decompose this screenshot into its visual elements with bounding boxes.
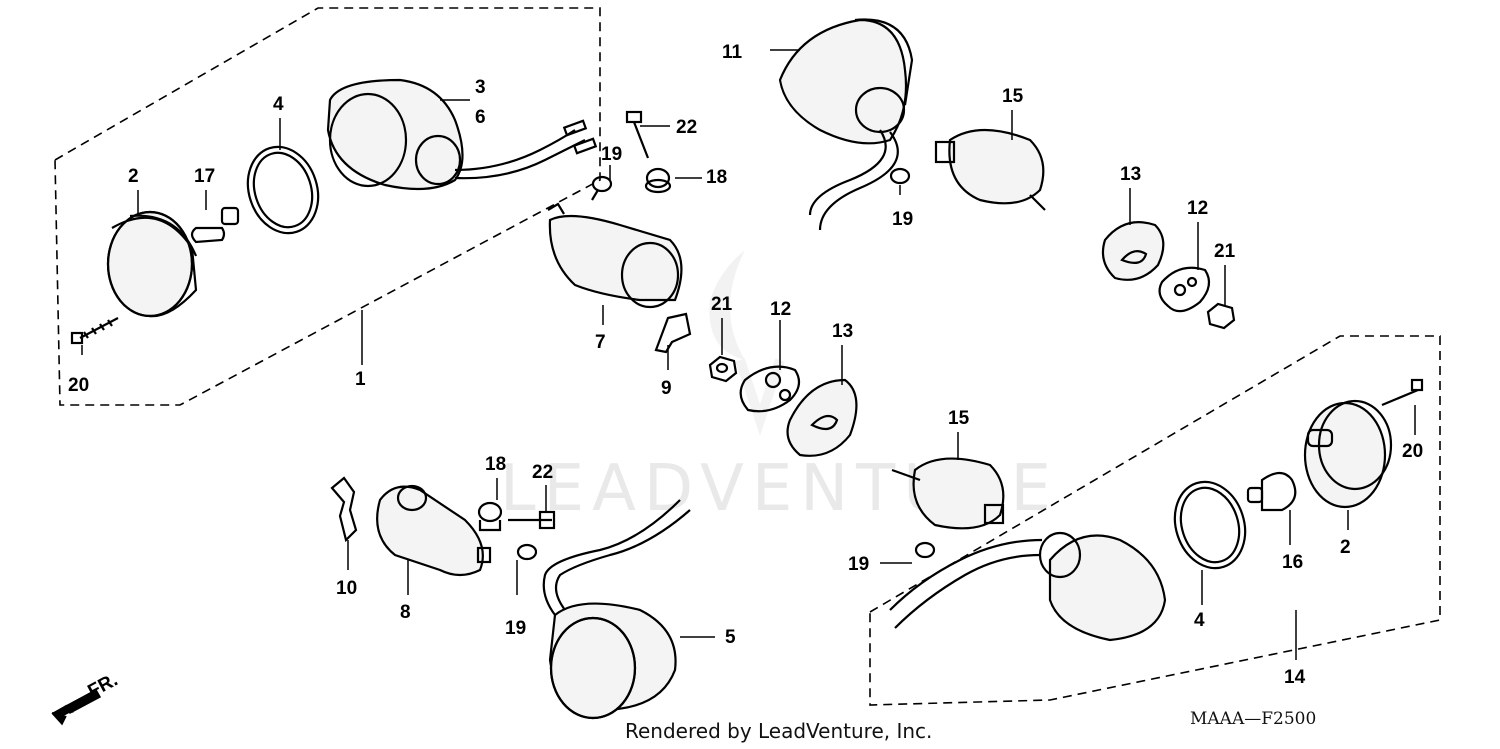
- rubber-13-top-right: [1101, 221, 1165, 281]
- nut-21-top-right: [1206, 302, 1236, 330]
- callout-11: 11: [722, 42, 743, 63]
- callout-15-top: 15: [1002, 86, 1024, 107]
- right-assembly-outline: [869, 335, 1441, 706]
- callout-22-bottom: 22: [532, 462, 553, 483]
- rubber-13-middle: [786, 378, 858, 457]
- plate-12-top-right: [1158, 266, 1211, 313]
- callout-1: 1: [355, 369, 366, 390]
- bulb-front-left: [190, 206, 240, 244]
- bracket-10: [330, 476, 358, 543]
- stay-8: [376, 484, 492, 577]
- callout-9: 9: [661, 378, 672, 399]
- callout-13-middle: 13: [832, 321, 853, 342]
- callout-16: 16: [1282, 552, 1303, 573]
- callout-19-top-right: 19: [892, 209, 913, 230]
- housing-14: [889, 531, 1167, 642]
- bracket-9: [654, 312, 692, 354]
- lens-right: [1303, 399, 1393, 509]
- callout-5: 5: [725, 627, 736, 648]
- callout-19-bottom-right: 19: [848, 554, 869, 575]
- bulb-16: [1246, 471, 1297, 512]
- left-assembly-outline: [54, 7, 601, 406]
- lens-front-left: [106, 210, 198, 318]
- front-direction-arrow-icon: [51, 688, 102, 726]
- screw-19-bottom-left: [516, 543, 538, 561]
- callout-3: 3: [475, 77, 486, 98]
- collar-18-bottom: [477, 501, 503, 532]
- screw-20-right: [1381, 378, 1424, 407]
- callout-6: 6: [475, 107, 486, 128]
- callout-20-left: 20: [68, 375, 89, 396]
- screw-19-top-left: [591, 175, 613, 201]
- callout-19-top-left: 19: [601, 144, 622, 165]
- leader-lines: [81, 49, 1416, 660]
- callout-22-top: 22: [676, 117, 697, 138]
- callout-4-left: 4: [273, 94, 284, 115]
- callout-14: 14: [1284, 667, 1306, 688]
- callout-21-right: 21: [1214, 241, 1236, 262]
- callout-17: 17: [194, 166, 215, 187]
- housing-front-left: [326, 78, 598, 191]
- stay-7: [547, 202, 683, 309]
- watermark-logo: [709, 250, 785, 436]
- callout-2-right: 2: [1340, 537, 1351, 558]
- callout-13-right: 13: [1120, 164, 1141, 185]
- callout-18-top: 18: [706, 167, 727, 188]
- callout-2-left: 2: [128, 166, 139, 187]
- callout-12-middle: 12: [770, 299, 791, 320]
- callout-18-bottom: 18: [485, 454, 506, 475]
- gasket-right: [1173, 480, 1247, 570]
- bolt-22-top: [625, 110, 650, 159]
- nut-21-middle: [708, 355, 738, 383]
- housing-11: [778, 18, 914, 231]
- callout-8: 8: [400, 602, 411, 623]
- collar-18-top: [644, 167, 672, 194]
- signal-5: [542, 499, 691, 720]
- callout-12-right: 12: [1187, 198, 1208, 219]
- diagram-code: MAAA—F2500: [1190, 709, 1316, 729]
- screw-front-left: [70, 317, 119, 345]
- sub-assembly-15-top: [934, 128, 1046, 211]
- bolt-22-bottom: [508, 510, 556, 530]
- callout-20-right: 20: [1402, 441, 1423, 462]
- callout-7: 7: [595, 332, 606, 353]
- callout-4-right: 4: [1194, 610, 1205, 631]
- screw-19-bottom-right: [914, 541, 936, 559]
- callout-19-bottom-left: 19: [505, 618, 526, 639]
- footer-credit: Rendered by LeadVenture, Inc.: [625, 719, 932, 743]
- screw-19-top-right: [889, 167, 911, 185]
- callout-21-middle: 21: [711, 294, 733, 315]
- gasket-front-left: [246, 145, 320, 235]
- callout-10: 10: [336, 578, 357, 599]
- callout-15-bottom: 15: [948, 408, 970, 429]
- sub-assembly-15-bottom: [891, 457, 1005, 530]
